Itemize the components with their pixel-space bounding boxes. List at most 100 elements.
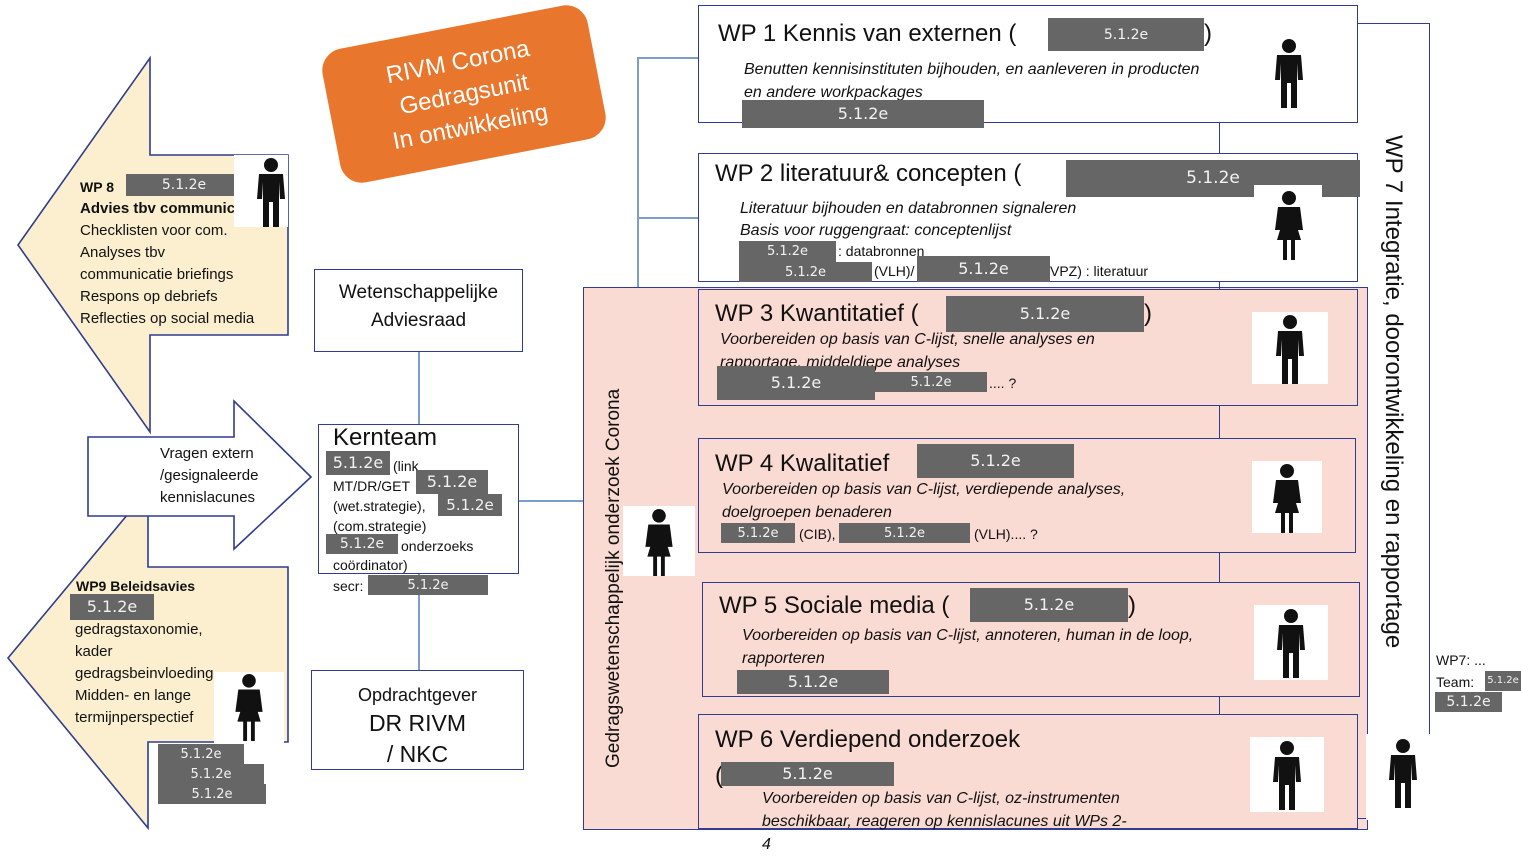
person-icon [257, 158, 285, 227]
redaction: 5.1.2e [368, 575, 488, 595]
redaction: 5.1.2e [839, 523, 970, 543]
stamp-text: RIVM Corona Gedragsunit In ontwikkeling [319, 1, 610, 186]
redaction: 5.1.2e [970, 588, 1128, 622]
opdrachtgever-line-2: DR RIVM [368, 710, 467, 736]
wp6-title: WP 6 Verdiepend onderzoek [715, 726, 1021, 753]
redaction: 5.1.2e [416, 470, 488, 494]
redaction: 5.1.2e [70, 594, 154, 620]
arrow-vragen-extern [87, 399, 313, 551]
connector-wp1 [637, 57, 699, 59]
wp4-note-1: (CIB), [799, 526, 836, 542]
person-icon [1275, 191, 1303, 260]
redaction: 5.1.2e [739, 241, 836, 262]
opdrachtgever-box [311, 670, 524, 770]
adviesraad-line-2: Adviesraad [370, 310, 467, 331]
arrow-text-1: Vragen extern [160, 445, 254, 462]
wp1-close: ) [1204, 20, 1212, 47]
wp5-close: ) [1128, 592, 1136, 619]
wp3-close: ) [1144, 300, 1152, 327]
wp8-title: WP 8 [80, 179, 114, 195]
wp9-title: WP9 Beleidsavies [76, 578, 196, 594]
kernteam-line-7: secr: [333, 578, 364, 594]
person-icon [235, 673, 263, 741]
redaction: 5.1.2e [721, 762, 894, 786]
redaction: 5.1.2e [1435, 692, 1502, 712]
page-number: 4 [762, 836, 771, 853]
wp4-title: WP 4 Kwalitatief [715, 450, 890, 477]
redaction: 5.1.2e [917, 256, 1050, 282]
redaction: 5.1.2e [742, 100, 984, 128]
wp1-description: Benutten kennisinstituten bijhouden, en … [744, 61, 1200, 101]
redaction: 5.1.2e [946, 296, 1144, 332]
redaction: 5.1.2e [875, 372, 987, 392]
connector-kernteam-left [519, 500, 639, 502]
wp4-description: Voorbereiden op basis van C-lijst, verdi… [722, 481, 1126, 521]
redaction: 5.1.2e [917, 444, 1074, 478]
wp6-description: Voorbereiden op basis van C-lijst, oz-in… [762, 790, 1127, 830]
person-icon [1273, 464, 1301, 533]
person-icon [1276, 315, 1304, 384]
redaction: 5.1.2e [1485, 671, 1521, 691]
redaction: 5.1.2e [158, 784, 266, 804]
connector-advies-kernteam [418, 352, 420, 424]
person-icon [1389, 739, 1417, 808]
redaction: 5.1.2e [158, 764, 264, 784]
wp8-line-3: Analyses tbv [80, 244, 166, 261]
redaction: 5.1.2e [737, 670, 889, 694]
person-icon [1277, 609, 1305, 678]
opdrachtgever-line-1: Opdrachtgever [357, 685, 478, 705]
wp3-title: WP 3 Kwantitatief ( [715, 300, 919, 327]
wp9-line-1: gedragstaxonomie, [75, 621, 203, 638]
redaction: 5.1.2e [158, 744, 244, 764]
kernteam-line-5: onderzoeks [401, 538, 474, 554]
wp5-title: WP 5 Sociale media ( [719, 592, 950, 619]
wp9-line-5: termijnperspectief [75, 709, 194, 726]
redaction: 5.1.2e [326, 451, 390, 475]
redaction: 5.1.2e [1048, 18, 1204, 51]
redaction: 5.1.2e [438, 494, 502, 516]
opdrachtgever-label: Opdrachtgever DR RIVM / NKC [311, 682, 524, 770]
wp5-description: Voorbereiden op basis van C-lijst, annot… [742, 627, 1194, 667]
wp9-line-4: Midden- en lange [75, 687, 191, 704]
wp2-description-2: Basis voor ruggengraat: conceptenlijst [740, 222, 1012, 239]
arrow-text-3: kennislacunes [160, 489, 256, 506]
wp2-note-2: (VLH)/ [874, 263, 915, 279]
adviesraad-box [314, 269, 523, 352]
wp1-title: WP 1 Kennis van externen ( [718, 20, 1017, 47]
connector-kernteam-opdracht [418, 574, 420, 670]
redaction: 5.1.2e [126, 174, 242, 196]
kernteam-line-4: (com.strategie) [333, 518, 427, 534]
wp8-line-2: Checklisten voor com. [80, 222, 228, 239]
wp2-note-3: VPZ) : literatuur [1050, 263, 1149, 279]
kernteam-line-3: (wet.strategie), [333, 498, 426, 514]
person-icon [1273, 741, 1301, 810]
wp8-line-1: Advies tbv communicati [80, 200, 253, 217]
person-icon [645, 508, 673, 576]
arrow-wp8 [17, 55, 289, 435]
vertical-label-right: WP 7 Integratie, doorontwikkeling en rap… [1380, 135, 1407, 649]
adviesraad-line-1: Wetenschappelijke [338, 282, 499, 303]
wp6-open: ( [715, 762, 723, 789]
wp7-label-2: Team: [1436, 674, 1475, 690]
connector-wp2 [637, 217, 699, 219]
wp7-label-1: WP7: ... [1436, 652, 1486, 668]
redaction: 5.1.2e [717, 366, 875, 400]
wp4-note-2: (VLH).... ? [974, 526, 1038, 542]
vertical-label-left: Gedragswetenschappelijk onderzoek Corona [603, 388, 624, 768]
redaction: 5.1.2e [739, 262, 872, 282]
wp8-line-6: Reflecties op social media [80, 310, 255, 327]
wp2-note-1: : databronnen [838, 243, 925, 259]
kernteam-title: Kernteam [333, 424, 438, 451]
kernteam-line-6: coördinator) [333, 557, 408, 573]
adviesraad-label: Wetenschappelijke Adviesraad [314, 279, 523, 335]
arrow-text-2: /gesignaleerde [160, 467, 259, 484]
wp2-title: WP 2 literatuur& concepten ( [715, 160, 1022, 187]
redaction: 5.1.2e [326, 534, 398, 554]
redaction: 5.1.2e [721, 523, 795, 543]
opdrachtgever-line-3: / NKC [386, 741, 449, 767]
wp9-line-3: gedragsbeinvloeding, [75, 665, 218, 682]
kernteam-line-1: (link [393, 458, 419, 474]
wp3-tail: .... ? [989, 375, 1017, 391]
wp2-description-1: Literatuur bijhouden en databronnen sign… [740, 200, 1077, 217]
person-icon [1275, 39, 1303, 108]
